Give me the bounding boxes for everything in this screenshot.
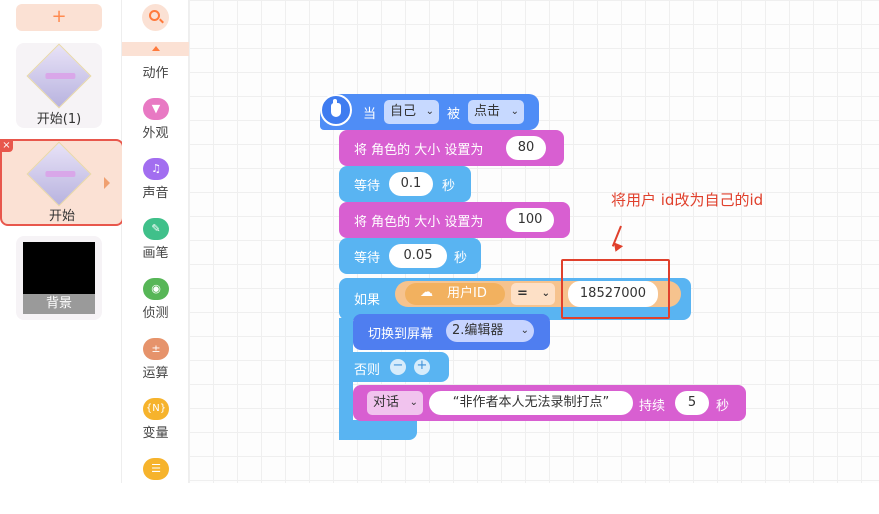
sprite-card-start[interactable]: × 开始 xyxy=(0,139,124,226)
sprite-panel: + 开始(1) × 开始 背景 xyxy=(0,0,124,483)
code-workspace[interactable] xyxy=(189,0,879,483)
chevron-down-icon: ⌄ xyxy=(510,106,519,117)
seconds-unit: 秒 xyxy=(442,179,456,194)
delete-sprite-icon[interactable]: × xyxy=(0,139,13,152)
search-icon xyxy=(149,10,160,21)
background-card[interactable]: 背景 xyxy=(16,236,102,320)
search-button[interactable] xyxy=(142,4,169,31)
condition-compare-block[interactable]: ☁ 用户ID =⌄ 18527000 xyxy=(395,281,681,307)
pen-icon: ✎ xyxy=(143,218,169,240)
category-sound[interactable]: ♫ 声音 xyxy=(122,158,189,214)
category-sensing[interactable]: ◉ 侦测 xyxy=(122,278,189,334)
target-value: 自己 xyxy=(390,104,417,119)
is-label: 被 xyxy=(447,107,461,122)
sprite-name: 开始 xyxy=(48,209,75,224)
variable-label: 用户ID xyxy=(447,286,487,301)
category-label: 变量 xyxy=(142,426,169,441)
switch-screen-label: 切换到屏幕 xyxy=(368,327,434,342)
category-label: 外观 xyxy=(142,126,169,141)
operator-icon: ± xyxy=(143,338,169,360)
remove-else-button[interactable]: − xyxy=(390,359,406,375)
wait-label: 等待 xyxy=(354,179,381,194)
cloud-upload-icon: ☁ xyxy=(420,285,433,300)
duration-input[interactable]: 5 xyxy=(675,391,709,415)
dialog-block[interactable]: 对话 ⌄ “非作者本人无法录制打点” 持续 5 秒 xyxy=(353,385,746,421)
event-dropdown[interactable]: 点击 ⌄ xyxy=(468,100,524,124)
pointer-hand-icon xyxy=(320,94,352,126)
category-label: 侦测 xyxy=(142,306,169,321)
shirt-icon: ▼ xyxy=(143,98,169,120)
chevron-down-icon: ⌄ xyxy=(425,106,434,117)
background-label: 背景 xyxy=(23,294,95,314)
sensing-icon: ◉ xyxy=(143,278,169,300)
target-dropdown[interactable]: 自己 ⌄ xyxy=(384,100,439,124)
sprite-thumbnail xyxy=(26,43,92,109)
active-category-indicator xyxy=(122,42,189,56)
variable-icon: {N} xyxy=(143,398,169,420)
screen-value: 2.编辑器 xyxy=(452,323,504,338)
wait-label: 等待 xyxy=(354,251,381,266)
add-else-button[interactable]: + xyxy=(414,359,430,375)
category-variables[interactable]: {N} 变量 xyxy=(122,398,189,454)
duration-label: 持续 xyxy=(639,399,666,414)
category-motion[interactable]: 动作 xyxy=(122,60,189,116)
annotation-highlight-box xyxy=(561,259,670,319)
category-label: 画笔 xyxy=(142,246,169,261)
else-label: 否则 xyxy=(354,363,381,378)
size-value-input[interactable]: 80 xyxy=(506,136,546,160)
category-label: 声音 xyxy=(142,186,169,201)
operator-value: = xyxy=(517,286,528,301)
wait-block[interactable]: 等待 0.05 秒 xyxy=(339,238,481,274)
set-size-label: 将 角色的 大小 设置为 xyxy=(354,215,484,230)
chevron-down-icon: ⌄ xyxy=(409,397,418,408)
switch-screen-block[interactable]: 切换到屏幕 2.编辑器 ⌄ xyxy=(353,314,550,350)
category-list[interactable]: ☰ xyxy=(122,458,189,514)
wait-block[interactable]: 等待 0.1 秒 xyxy=(339,166,471,202)
when-label: 当 xyxy=(363,107,377,122)
seconds-unit: 秒 xyxy=(716,399,730,414)
expand-arrow-icon[interactable] xyxy=(104,177,110,189)
add-sprite-button[interactable]: + xyxy=(16,4,102,31)
if-label: 如果 xyxy=(354,293,381,308)
dialog-mode-dropdown[interactable]: 对话 ⌄ xyxy=(367,391,423,415)
music-note-icon: ♫ xyxy=(143,158,169,180)
if-else-footer xyxy=(339,420,417,440)
category-label: 运算 xyxy=(142,366,169,381)
sprite-card-start-1[interactable]: 开始(1) xyxy=(16,43,102,128)
wait-seconds-input[interactable]: 0.05 xyxy=(389,244,447,268)
dialog-mode-value: 对话 xyxy=(373,395,400,410)
category-label: 动作 xyxy=(142,66,169,81)
category-looks[interactable]: ▼ 外观 xyxy=(122,98,189,154)
annotation-text: 将用户 id改为自己的id xyxy=(611,191,764,209)
set-size-block[interactable]: 将 角色的 大小 设置为 100 xyxy=(339,202,570,238)
operator-dropdown[interactable]: =⌄ xyxy=(511,283,555,305)
background-thumbnail xyxy=(23,242,95,294)
block-category-bar: 动作 ▼ 外观 ♫ 声音 ✎ 画笔 ◉ 侦测 ± 运算 {N} 变量 ☰ xyxy=(122,0,189,483)
sprite-name: 开始(1) xyxy=(36,112,82,127)
chevron-down-icon: ⌄ xyxy=(520,325,529,336)
compare-value-input[interactable]: 18527000 xyxy=(568,281,658,307)
list-icon: ☰ xyxy=(143,458,169,480)
chevron-down-icon: ⌄ xyxy=(541,288,550,299)
category-pen[interactable]: ✎ 画笔 xyxy=(122,218,189,274)
wait-seconds-input[interactable]: 0.1 xyxy=(389,172,433,196)
screen-dropdown[interactable]: 2.编辑器 ⌄ xyxy=(446,320,534,342)
sprite-thumbnail xyxy=(26,141,92,207)
event-value: 点击 xyxy=(474,104,501,119)
else-row: 否则 − + xyxy=(339,352,449,382)
size-value-input[interactable]: 100 xyxy=(506,208,554,232)
user-id-variable[interactable]: ☁ 用户ID xyxy=(405,283,505,305)
set-size-label: 将 角色的 大小 设置为 xyxy=(354,143,484,158)
set-size-block[interactable]: 将 角色的 大小 设置为 80 xyxy=(339,130,564,166)
category-operators[interactable]: ± 运算 xyxy=(122,338,189,394)
dialog-text-input[interactable]: “非作者本人无法录制打点” xyxy=(429,391,633,415)
when-clicked-hat-block[interactable]: 当 自己 ⌄ 被 点击 ⌄ xyxy=(320,94,539,130)
seconds-unit: 秒 xyxy=(454,251,468,266)
